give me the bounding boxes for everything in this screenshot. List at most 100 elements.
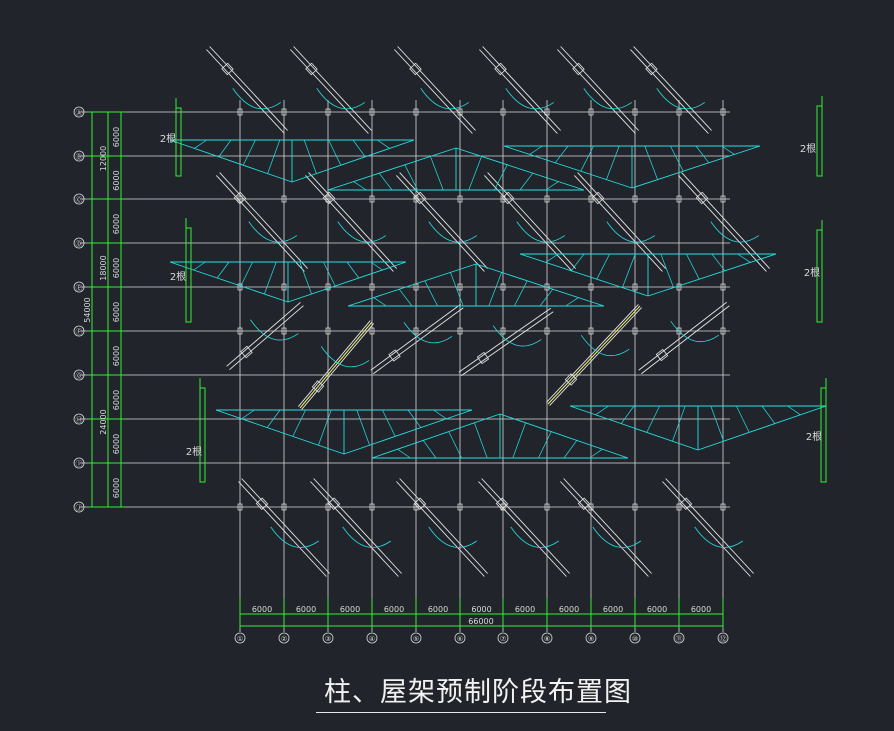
column-r1-5 — [678, 172, 770, 272]
truss-5-web-r4 — [488, 272, 502, 307]
grid-bubble-col-3 — [322, 632, 334, 644]
column-mid-1-edge-a — [301, 323, 375, 410]
left-total-label: 54000 — [83, 297, 92, 322]
truss-1-web-r4 — [303, 139, 317, 174]
dimension-lines — [88, 96, 827, 628]
column-r1-1-lift-arc — [337, 221, 387, 243]
truss-9-right-rafter — [697, 405, 827, 451]
grid-label-row-8: Ⓗ — [76, 416, 83, 424]
column-r2-5 — [662, 478, 754, 577]
column-stub-3-5 — [457, 327, 463, 335]
column-r0-2-lift-arc — [420, 88, 470, 110]
column-r1-0-edge-a — [216, 175, 305, 272]
column-r1-2 — [396, 172, 488, 272]
truss-3-web-r3 — [670, 145, 684, 172]
left-span-label-3: 6000 — [112, 214, 121, 234]
grid-label-row-4: Ⓓ — [76, 240, 83, 248]
truss-5 — [347, 263, 605, 307]
column-r0-5-edge-a — [630, 49, 709, 134]
grid-label-col-9: ⑨ — [588, 635, 594, 643]
column-mid-4-lift-arc — [580, 334, 630, 357]
column-r1-4-bracket — [591, 191, 605, 205]
column-mid-3-bracket — [476, 351, 490, 365]
grid-label-col-10: ⑩ — [632, 635, 638, 643]
column-stub-3-1 — [281, 327, 287, 335]
truss-2-web-r4 — [468, 156, 482, 191]
bottom-span-label-6: 6000 — [471, 605, 491, 614]
grid-bubble-row-4 — [73, 237, 85, 249]
column-mid-1-accent — [299, 321, 373, 409]
column-r0-0-edge-b — [209, 46, 288, 131]
truss-7-web-l1 — [241, 409, 255, 420]
column-r0-3-lift-arc — [505, 88, 555, 110]
truss-7-web-r2 — [407, 409, 422, 428]
column-mid-4 — [546, 304, 642, 406]
stack-label-6: 2根 — [806, 430, 822, 443]
column-r1-4 — [574, 172, 666, 272]
column-r1-0-lift-arc — [248, 221, 298, 243]
stack-label-5: 2根 — [804, 266, 820, 279]
column-r0-0-bracket — [221, 62, 234, 76]
grid-bubble-row-9 — [73, 457, 85, 469]
column-r0-2-edge-a — [394, 49, 473, 134]
column-stub-3-10 — [676, 327, 682, 335]
column-stub-0-2 — [325, 108, 331, 116]
truss-2-right-rafter — [455, 147, 585, 191]
truss-2-web-l4 — [430, 156, 444, 191]
column-r0-5-bracket — [645, 62, 658, 76]
column-r2-1 — [310, 478, 402, 577]
column-r1-3-lift-arc — [516, 221, 566, 243]
grid-bubble-col-10 — [629, 632, 641, 644]
column-r0-5-lift-arc — [656, 88, 706, 110]
truss-8-right-rafter — [499, 413, 629, 459]
column-r0-3-edge-b — [482, 46, 561, 131]
column-mid-2-edge-a — [373, 307, 464, 375]
stack-bracket-4 — [816, 96, 823, 177]
column-stub-4-10 — [676, 503, 682, 511]
column-r2-2-edge-a — [396, 481, 485, 577]
column-stub-2-10 — [676, 283, 682, 291]
column-mid-1-bracket — [311, 380, 325, 393]
column-r2-0-lift-arc — [270, 526, 320, 548]
column-mid-2-lift-arc — [403, 322, 453, 344]
column-stub-0-7 — [544, 108, 550, 116]
column-stub-1-10 — [676, 195, 682, 203]
grid-bubble-row-3 — [73, 193, 85, 205]
truss-2-web-r1 — [545, 181, 559, 191]
column-r2-5-edge-b — [665, 478, 754, 574]
grid-label-row-1: Ⓐ — [76, 109, 83, 117]
column-stub-4-11 — [720, 503, 726, 511]
truss-9-web-r2 — [761, 405, 776, 424]
truss-2-left-rafter — [327, 147, 457, 191]
stack-label-4: 2根 — [800, 142, 816, 155]
column-r2-2 — [396, 478, 488, 577]
truss-4-web-l3 — [240, 261, 253, 287]
column-r1-5-lift-arc — [710, 221, 760, 243]
column-stub-4-6 — [500, 503, 506, 511]
roof-trusses — [169, 139, 827, 459]
truss-5-web-l4 — [450, 272, 464, 307]
column-stub-1-7 — [544, 195, 550, 203]
truss-6-web-l2 — [570, 253, 585, 272]
column-mid-0-bracket — [240, 345, 253, 359]
column-r2-5-bracket — [679, 497, 693, 510]
column-r2-3-bracket — [495, 497, 509, 510]
column-stub-4-8 — [588, 503, 594, 511]
grid-label-row-3: Ⓒ — [76, 196, 83, 204]
grid-label-col-2: ② — [281, 635, 287, 643]
truss-3-web-r1 — [721, 145, 735, 155]
truss-7-web-r3 — [382, 409, 396, 437]
truss-5-right-rafter — [475, 263, 605, 307]
column-r1-2-edge-a — [396, 175, 485, 272]
left-span-label-5: 6000 — [112, 302, 121, 322]
column-stub-4-5 — [457, 503, 463, 511]
grid-bubble-col-9 — [585, 632, 597, 644]
truss-8-left-rafter — [371, 413, 501, 459]
column-r0-0 — [206, 46, 288, 134]
truss-4-web-r1 — [370, 261, 383, 271]
column-stub-1-9 — [632, 195, 638, 203]
truss-7-right-rafter — [343, 409, 473, 455]
truss-6-web-r4 — [660, 253, 674, 288]
bottom-span-label-5: 6000 — [428, 605, 448, 614]
column-r1-3-edge-b — [487, 172, 576, 269]
